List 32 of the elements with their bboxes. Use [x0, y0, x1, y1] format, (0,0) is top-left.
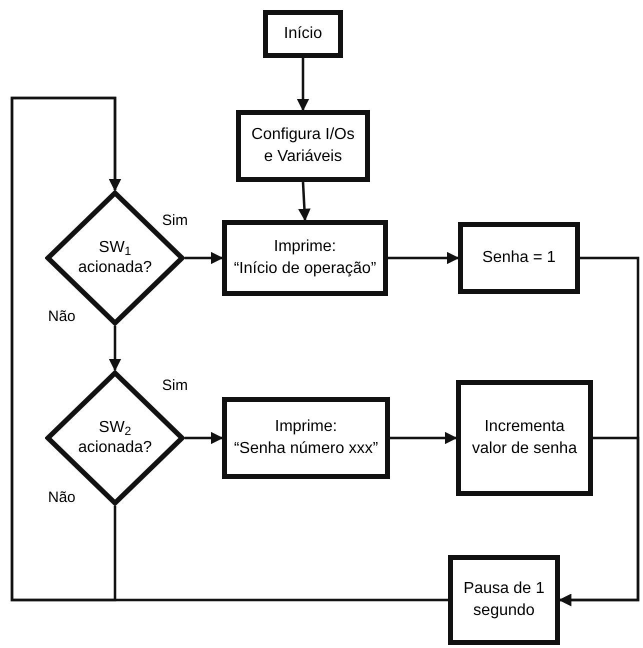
arrow	[10, 96, 448, 602]
process-box	[236, 110, 370, 182]
edge-label: Não	[46, 309, 78, 324]
edge-label: Sim	[160, 378, 190, 393]
arrow	[185, 432, 224, 444]
box-text: “Início de operação”	[234, 259, 376, 279]
box-text: Configura I/Os e Variáveis	[250, 125, 356, 167]
box-text: Senha = 1	[482, 248, 556, 268]
box-text: Imprime:	[274, 237, 336, 257]
process-box	[448, 555, 560, 645]
process-box	[222, 220, 388, 296]
arrow	[108, 326, 122, 372]
box-text: Imprime:	[274, 417, 338, 437]
process-box	[458, 222, 580, 294]
edge-label: Sim	[160, 213, 190, 228]
arrow	[185, 252, 224, 264]
arrow	[298, 182, 311, 222]
decision-diamond	[45, 190, 185, 326]
arrow	[558, 436, 640, 606]
arrow	[296, 58, 310, 112]
arrow	[388, 252, 460, 264]
arrow	[390, 432, 458, 444]
box-text: Incrementa valor de senha	[471, 417, 578, 459]
box-text: Início	[284, 24, 322, 44]
box-text: “Senha número xxx”	[234, 439, 378, 459]
decision-text: SW$_{1}$ acionada?	[77, 238, 153, 278]
process-box	[263, 10, 343, 58]
decision-diamond	[45, 370, 185, 506]
process-box	[222, 397, 390, 479]
decision-text: SW$_{2}$ acionada?	[77, 418, 153, 458]
process-box	[456, 380, 593, 496]
box-text: Pausa de 1 segundo	[462, 579, 546, 621]
